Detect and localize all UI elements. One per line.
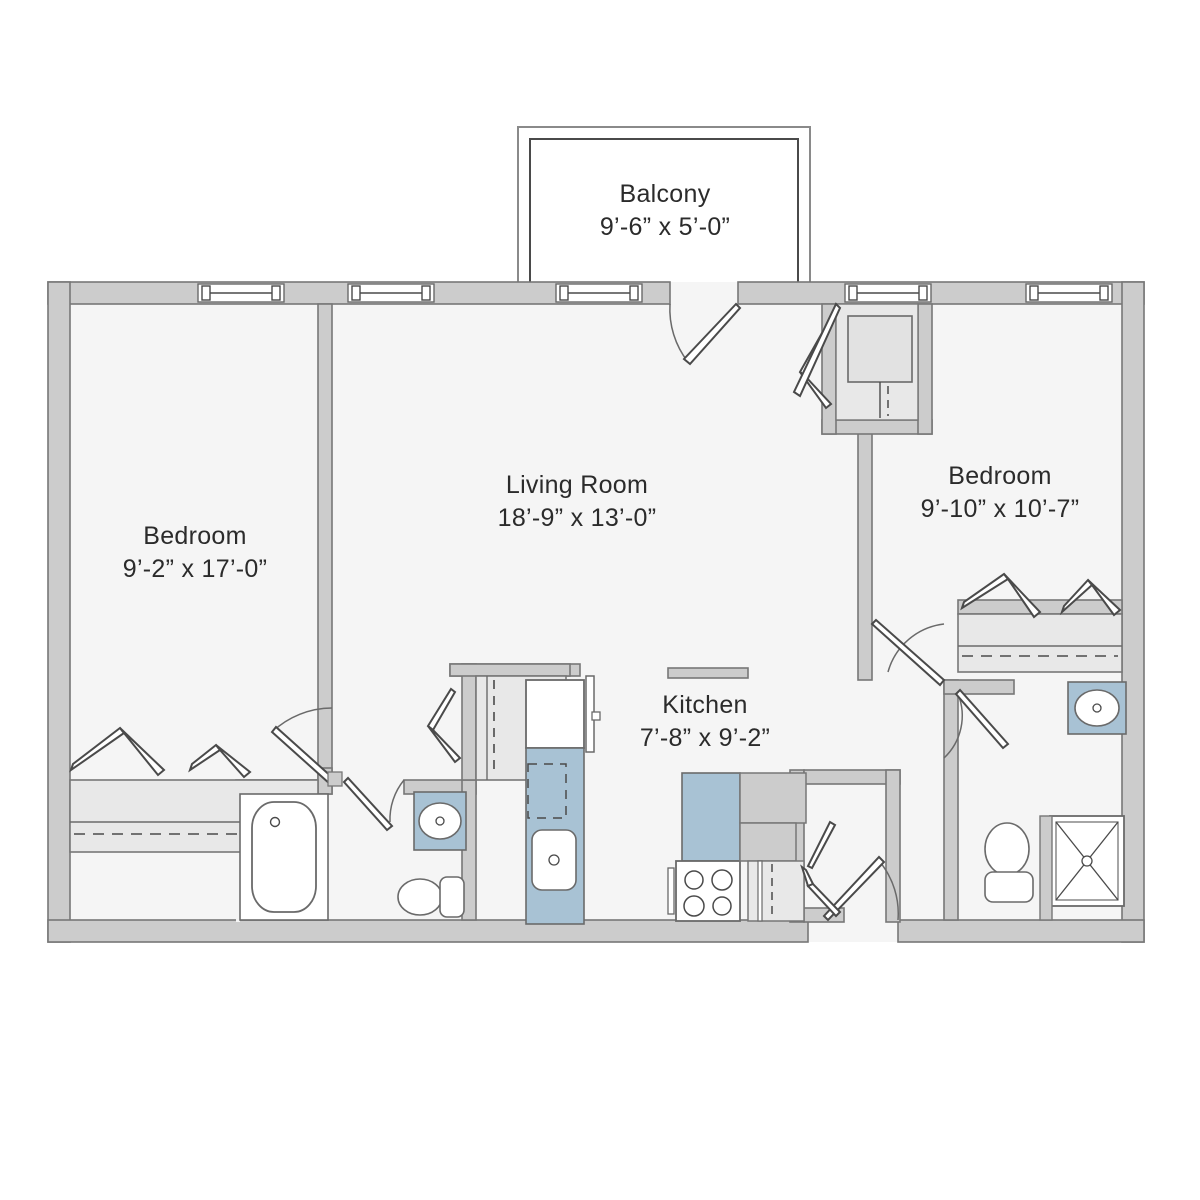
- door-bathroom-right-arc: [943, 693, 963, 759]
- door-bedroom-left[interactable]: [270, 707, 343, 787]
- washer-dryer-icon: [847, 315, 913, 383]
- door-foyer-closet-leaf-b[interactable]: [806, 820, 837, 870]
- room-label-bedroom-left: Bedroom 9’-2” x 17’-0”: [123, 522, 268, 583]
- toilet-icon: [984, 822, 1030, 876]
- wall-shower-stub: [1039, 815, 1053, 921]
- door-entry-arc: [879, 861, 900, 921]
- closet-bedroom-right-bifold-doors[interactable]: [960, 572, 1122, 619]
- kitchen-fixtures: [525, 675, 807, 925]
- bedroom-right-name: Bedroom: [948, 462, 1052, 490]
- closet-bedroom-right-body: [957, 613, 1123, 673]
- refrigerator-handle-icon: [591, 711, 601, 721]
- kitchen-upper-cabinet-outline: [527, 763, 567, 819]
- door-hall-utility-leaf[interactable]: [792, 302, 842, 398]
- door-bedroom-right-leaf[interactable]: [870, 618, 946, 687]
- bedroom-left-name: Bedroom: [143, 522, 247, 550]
- wall-left: [47, 281, 71, 943]
- door-bathroom-left-leaf[interactable]: [342, 776, 394, 832]
- wall-living-right: [857, 427, 873, 681]
- toilet-tank: [439, 876, 465, 918]
- room-label-kitchen: Kitchen 7’-8” x 9’-2”: [640, 691, 770, 752]
- dishwasher-handle-icon: [757, 860, 763, 922]
- toilet-base: [984, 871, 1034, 903]
- doors-group[interactable]: [270, 302, 1010, 922]
- bathtub-drain-icon: [269, 816, 281, 828]
- room-label-living-room: Living Room 18’-9” x 13’-0”: [498, 471, 657, 532]
- kitchen-sink-drain-icon: [548, 854, 560, 866]
- burner-icon: [712, 896, 732, 916]
- bedroom-left-dimensions: 9’-2” x 17’-0”: [123, 555, 268, 583]
- balcony-name: Balcony: [619, 180, 710, 208]
- balcony-inner-edge: [529, 138, 799, 288]
- kitchen-pantry-block: [739, 772, 807, 824]
- bathtub-icon: [251, 801, 317, 913]
- sink-drain-icon: [435, 816, 445, 826]
- living-room-dimensions: 18’-9” x 13’-0”: [498, 504, 657, 532]
- wall-utility-right: [917, 303, 933, 435]
- wall-foyer-right: [885, 769, 901, 923]
- door-bedroom-right-arc: [887, 623, 945, 673]
- window-utility: [844, 283, 932, 303]
- windows-group: [197, 283, 1113, 303]
- burner-icon: [683, 895, 705, 917]
- kitchen-name: Kitchen: [662, 691, 748, 719]
- closet-bedroom-right: [957, 572, 1123, 673]
- shower-drain-icon: [1081, 855, 1093, 867]
- door-bathroom-right[interactable]: [943, 688, 1010, 759]
- bedroom-right-dimensions: 9’-10” x 10’-7”: [921, 495, 1080, 523]
- door-bathroom-left[interactable]: [342, 776, 405, 832]
- door-bathroom-right-leaf[interactable]: [954, 688, 1010, 750]
- burner-icon: [684, 870, 704, 890]
- toilet-icon: [397, 878, 443, 916]
- door-foyer-closet-leaf-c[interactable]: [806, 882, 842, 918]
- door-balcony-leaf[interactable]: [682, 302, 742, 366]
- kitchen-counter-block: [739, 822, 797, 862]
- wall-linen-left: [461, 663, 477, 781]
- door-bedroom-right[interactable]: [870, 618, 946, 687]
- dishwasher-icon: [747, 860, 805, 922]
- room-label-bedroom-right: Bedroom 9’-10” x 10’-7”: [921, 462, 1080, 523]
- wall-utility-bottom: [821, 419, 933, 435]
- room-labels: Balcony 9’-6” x 5’-0” Bedroom 9’-2” x 17…: [123, 180, 1080, 752]
- closet-linen-bifold-doors[interactable]: [426, 687, 462, 764]
- window-bedroom-left-1: [197, 283, 285, 303]
- door-bathroom-left-arc: [389, 779, 405, 823]
- door-hall-utility[interactable]: [792, 302, 842, 398]
- room-label-balcony: Balcony 9’-6” x 5’-0”: [600, 180, 730, 241]
- window-living-2: [555, 283, 643, 303]
- wall-bottom-left: [47, 919, 809, 943]
- window-living-1: [347, 283, 435, 303]
- bathroom-right-fixtures: [984, 681, 1127, 921]
- door-balcony[interactable]: [669, 302, 742, 366]
- door-entry-leaf[interactable]: [822, 855, 886, 922]
- kitchen-dimensions: 7’-8” x 9’-2”: [640, 724, 770, 752]
- wall-bath-right-top: [943, 679, 1015, 695]
- refrigerator-icon: [525, 679, 585, 749]
- bathroom-left-fixtures: [239, 791, 467, 921]
- door-foyer-closet[interactable]: [800, 820, 842, 918]
- wall-bath-right-left: [943, 679, 959, 921]
- wall-bottom-right: [897, 919, 1145, 943]
- closet-bedroom-left-bifold-doors[interactable]: [69, 726, 252, 779]
- kitchen-counter-right: [681, 772, 741, 862]
- exterior-walls: [47, 281, 1145, 943]
- window-bedroom-right-1: [1025, 283, 1113, 303]
- cabinet-soffit-left: [449, 663, 571, 677]
- balcony-dimensions: 9’-6” x 5’-0”: [600, 213, 730, 241]
- wall-right: [1121, 281, 1145, 943]
- sink-drain-icon: [1092, 703, 1102, 713]
- door-entry[interactable]: [822, 855, 900, 922]
- burner-icon: [711, 869, 733, 891]
- cabinet-soffit-kitchen: [667, 667, 749, 679]
- door-bedroom-left-jamb: [327, 771, 343, 787]
- balcony-area: [517, 126, 811, 288]
- oven-handle-icon: [667, 867, 675, 915]
- living-room-name: Living Room: [506, 471, 648, 499]
